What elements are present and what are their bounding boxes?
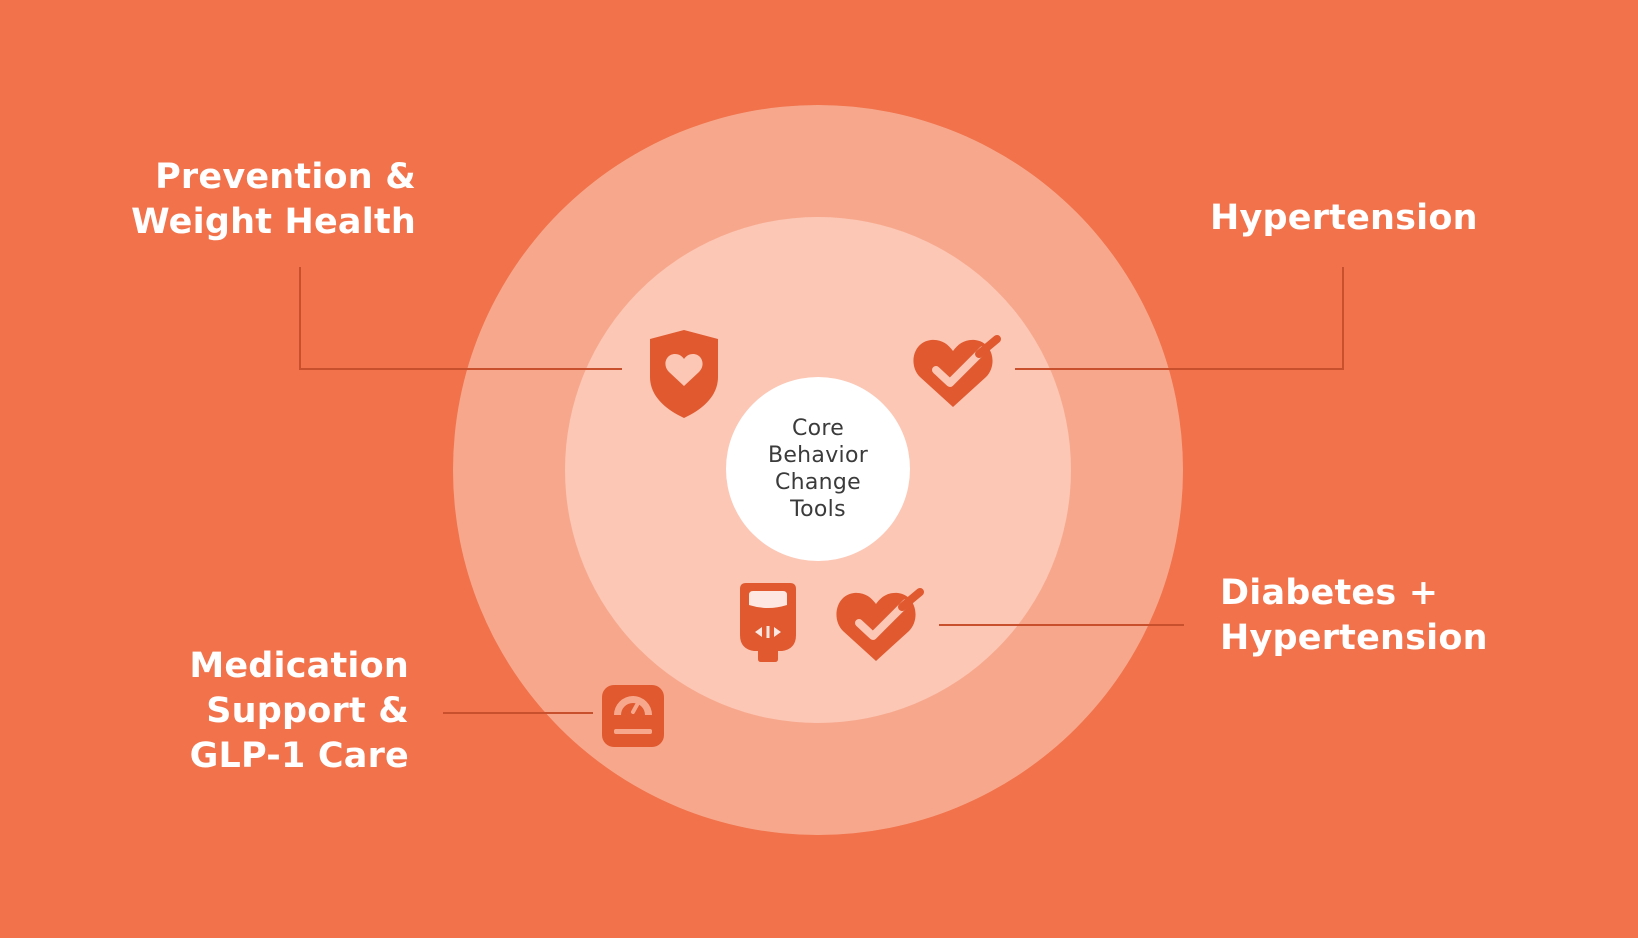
label-diabetes-hypertension: Diabetes + Hypertension — [1220, 571, 1488, 661]
core-label-line: Core — [791, 416, 845, 441]
scale-icon — [602, 685, 664, 747]
heart-check-icon — [913, 335, 1001, 407]
label-medication-support: Medication Support & GLP-1 Care — [189, 644, 409, 779]
label-hypertension: Hypertension — [1210, 196, 1478, 241]
core-label-line: Tools — [790, 497, 846, 522]
core-circle — [726, 377, 910, 561]
label-prevention-weight-health: Prevention & Weight Health — [131, 155, 416, 245]
label-line: Prevention & — [155, 157, 416, 197]
label-line: Diabetes + — [1220, 573, 1439, 613]
connector-hypertension — [1015, 267, 1344, 370]
core-label: Core Behavior Change Tools — [726, 377, 910, 561]
heart-check-icon — [836, 588, 924, 661]
label-line: Medication — [189, 646, 409, 686]
glucose-meter-icon — [740, 583, 796, 662]
shield-heart-icon — [650, 330, 718, 418]
core-label-line: Behavior — [767, 443, 869, 468]
label-line: Weight Health — [131, 202, 416, 242]
label-line: Support & — [206, 691, 409, 731]
connector-prevention — [299, 267, 622, 370]
label-line: GLP-1 Care — [189, 736, 409, 776]
core-label-line: Change — [774, 470, 862, 495]
label-line: Hypertension — [1220, 618, 1488, 658]
label-line: Hypertension — [1210, 198, 1478, 238]
